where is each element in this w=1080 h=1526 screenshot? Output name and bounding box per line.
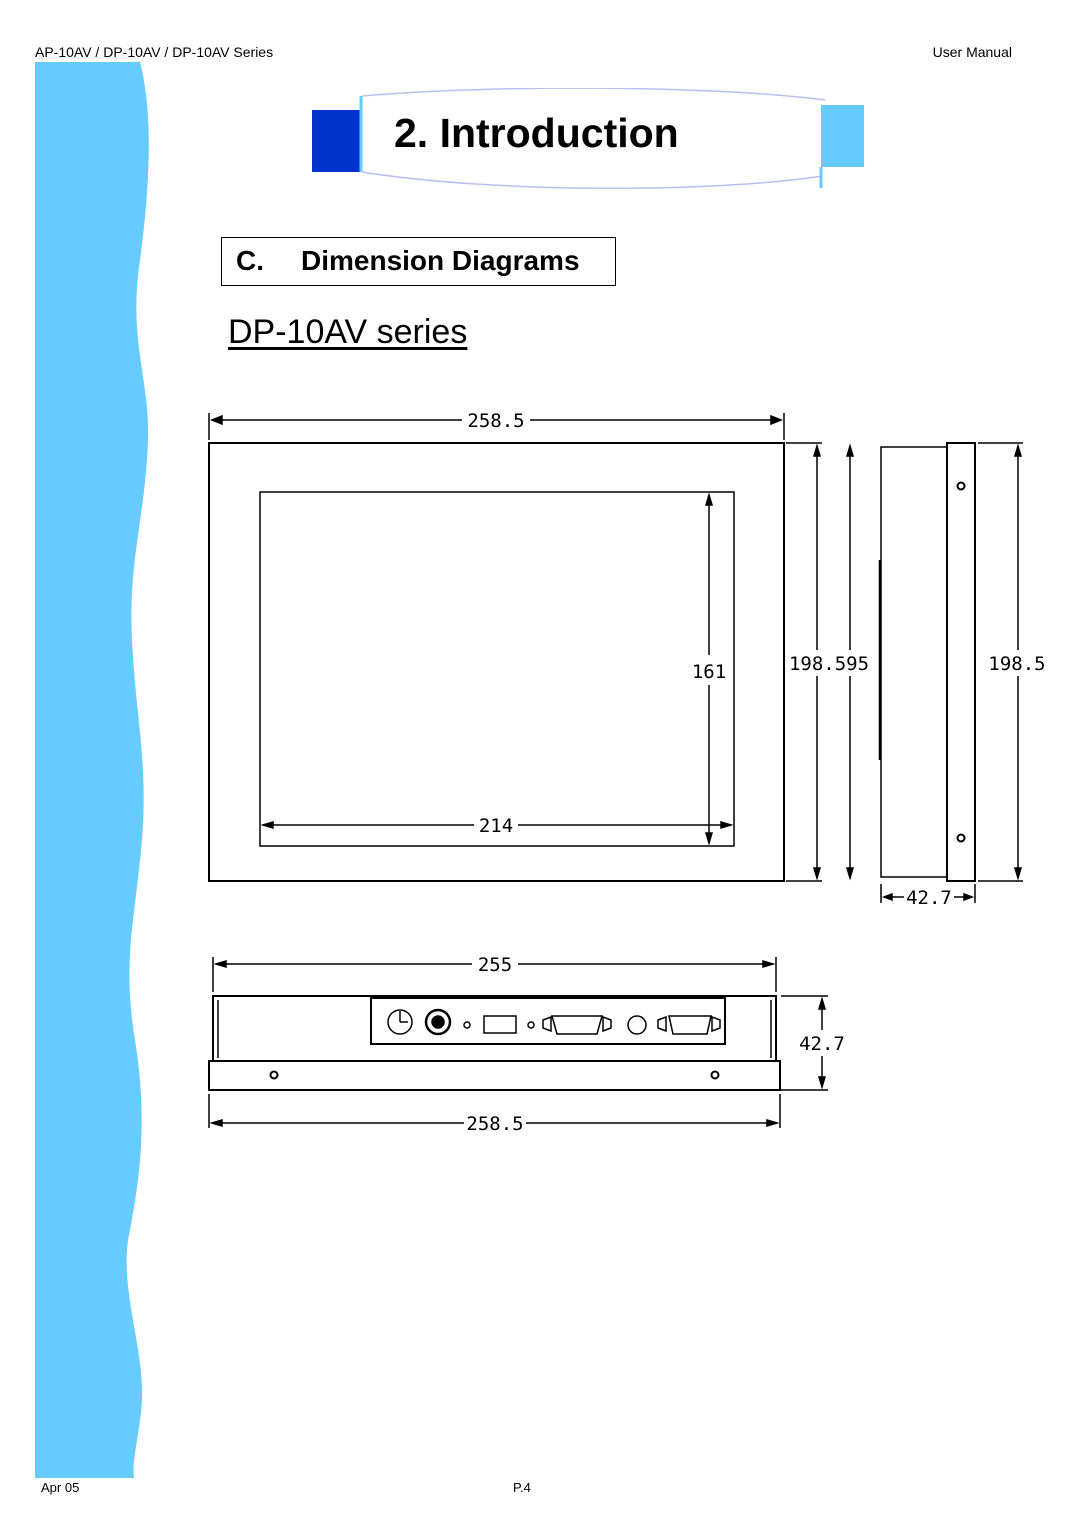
header-manual-label: User Manual <box>932 44 1012 60</box>
decorative-side-stripe <box>35 62 149 1478</box>
section-title: Dimension Diagrams <box>301 245 580 276</box>
front-bezel <box>208 442 785 882</box>
depth-label: 42.7 <box>906 887 952 909</box>
side-flange <box>946 442 976 882</box>
chapter-banner <box>312 88 864 189</box>
section-heading-box: C. Dimension Diagrams <box>221 237 616 286</box>
header-document-series: AP-10AV / DP-10AV / DP-10AV Series <box>35 44 274 60</box>
series-title: DP-10AV series <box>228 313 468 351</box>
bottom-outer-width-label: 258.5 <box>466 1113 523 1135</box>
side-height-label: 198.5 <box>988 653 1045 675</box>
front-width-label: 258.5 <box>467 410 524 432</box>
outer-height-label: 198.595 <box>789 653 869 675</box>
chapter-title: 2. Introduction <box>394 110 679 156</box>
side-body <box>880 446 948 878</box>
footer-page-number: P.4 <box>513 1480 531 1495</box>
bottom-inner-width-label: 255 <box>478 954 512 976</box>
io-panel <box>370 997 726 1045</box>
section-letter: C. <box>236 245 264 276</box>
footer-date: Apr 05 <box>41 1480 80 1495</box>
screen-height-label: 161 <box>692 661 726 683</box>
bottom-body <box>212 995 777 1062</box>
screen-width-label: 214 <box>479 815 513 837</box>
bottom-depth-label: 42.7 <box>799 1033 845 1055</box>
bottom-flange <box>208 1060 781 1091</box>
front-screen <box>259 491 735 847</box>
